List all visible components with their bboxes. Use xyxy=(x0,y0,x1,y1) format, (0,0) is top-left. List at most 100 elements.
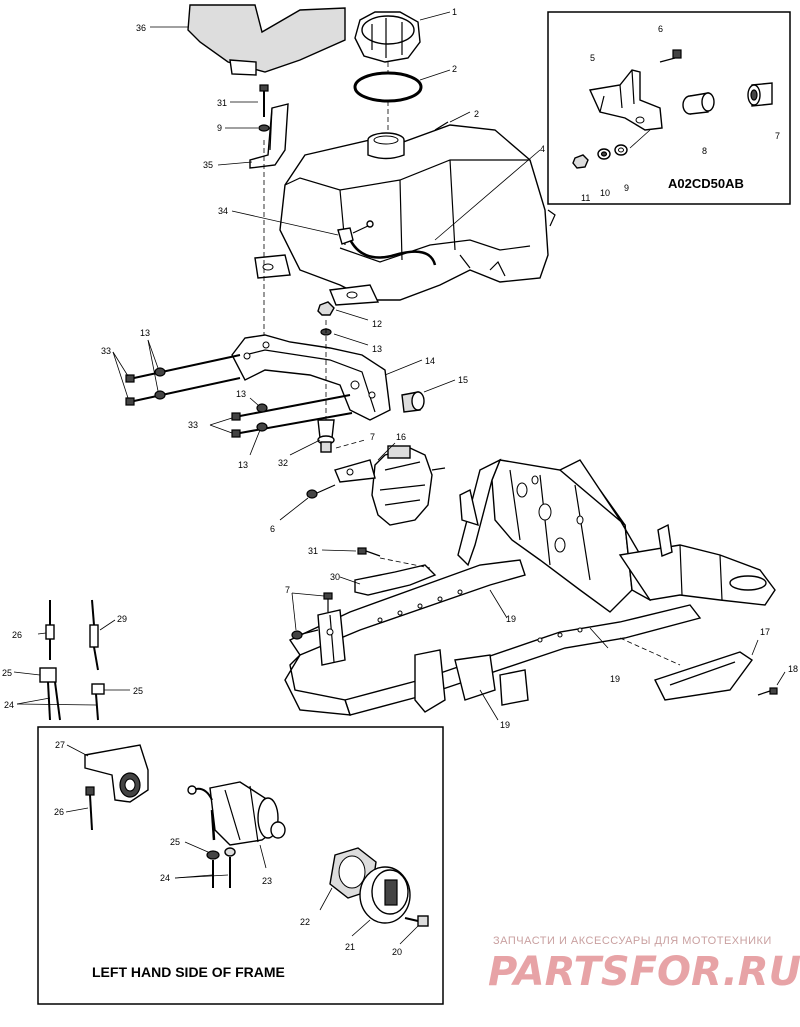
watermark-logo: PARTSFOR.RU xyxy=(488,949,800,995)
callout-1: 1 xyxy=(452,7,457,17)
cover-21 xyxy=(359,866,411,924)
callout-5: 5 xyxy=(590,53,595,63)
callout-13-top: 13 xyxy=(372,344,382,354)
callout-12: 12 xyxy=(372,319,382,329)
bolt-18 xyxy=(757,687,778,696)
callout-36: 36 xyxy=(136,23,146,33)
callout-4: 4 xyxy=(540,144,545,154)
callouts: 1 2 2 4 5 6 6 7 7 7 8 9 9 10 11 12 13 13… xyxy=(2,7,798,957)
inset-bracket-5 xyxy=(588,69,663,131)
bracket-27 xyxy=(84,744,149,803)
washer-13-upper-left xyxy=(154,367,166,377)
fuel-valve-16 xyxy=(334,445,446,526)
callout-15: 15 xyxy=(458,375,468,385)
inset-code-label: A02CD50AB xyxy=(668,176,744,191)
callout-27: 27 xyxy=(55,740,65,750)
callout-25-right: 25 xyxy=(133,686,143,696)
callout-24-left: 24 xyxy=(4,700,14,710)
callout-26-left: 26 xyxy=(12,630,22,640)
left-hand-side-inset-box xyxy=(37,726,444,1005)
inset-washer-9 xyxy=(614,144,628,156)
inset-grommet-7 xyxy=(747,82,773,107)
callout-7-inset: 7 xyxy=(775,131,780,141)
inset-washer-10 xyxy=(597,148,611,160)
callout-35: 35 xyxy=(203,160,213,170)
callout-7-valve: 7 xyxy=(370,432,375,442)
callout-13-mid: 13 xyxy=(236,389,246,399)
bolt-26-inset xyxy=(85,786,95,831)
callout-26-inset: 26 xyxy=(54,807,64,817)
callout-17: 17 xyxy=(760,627,770,637)
fuel-line-4 xyxy=(346,234,437,266)
bolt-33-lower xyxy=(125,377,241,406)
cable-sleeve-left xyxy=(39,667,61,721)
bolt-31-top xyxy=(259,84,269,117)
cable-sleeve-right xyxy=(91,683,105,721)
bolt-33-mid-upper xyxy=(231,394,351,421)
fitting-34 xyxy=(337,220,374,245)
callout-13-left: 13 xyxy=(140,328,150,338)
inset-bolt-6 xyxy=(659,49,682,63)
callout-22: 22 xyxy=(300,917,310,927)
grommet-32 xyxy=(317,419,335,453)
callout-33-left: 33 xyxy=(101,346,111,356)
bolt-6-lower xyxy=(291,629,319,640)
grommet-15 xyxy=(401,391,425,413)
callout-8: 8 xyxy=(702,146,707,156)
callout-7: 7 xyxy=(285,585,290,595)
callout-31-mid: 31 xyxy=(308,546,318,556)
callout-23: 23 xyxy=(262,876,272,886)
bolt-31-mid xyxy=(357,547,381,557)
callout-29: 29 xyxy=(117,614,127,624)
callout-6-inset: 6 xyxy=(658,24,663,34)
bracket-30 xyxy=(354,564,437,596)
callout-25-left: 25 xyxy=(2,668,12,678)
main-frame-19 xyxy=(284,458,776,716)
bolt-7-lower xyxy=(323,592,333,612)
washer-13-mid-lower xyxy=(256,422,268,432)
solenoid-23 xyxy=(187,781,286,846)
washer-13-lower-left xyxy=(154,390,166,400)
callout-10: 10 xyxy=(600,188,610,198)
callout-16: 16 xyxy=(396,432,406,442)
gasket-2 xyxy=(353,71,423,103)
callout-34: 34 xyxy=(218,206,228,216)
callout-20: 20 xyxy=(392,947,402,957)
bracket-7-lower xyxy=(317,609,346,666)
callout-2: 2 xyxy=(452,64,457,74)
bolt-20 xyxy=(404,915,429,927)
callout-21: 21 xyxy=(345,942,355,952)
rods-24-inset xyxy=(212,857,231,888)
bracket-35 xyxy=(249,103,289,169)
washer-9-top xyxy=(258,124,270,132)
foam-pad-36 xyxy=(187,4,346,76)
inset-nut-11 xyxy=(572,154,589,169)
callout-14: 14 xyxy=(425,356,435,366)
fuel-cap-1 xyxy=(354,11,421,63)
tank-mount-bracket-14 xyxy=(231,334,391,421)
watermark-tagline: ЗАПЧАСТИ И АКСЕССУАРЫ ДЛЯ МОТОТЕХНИКИ xyxy=(493,935,772,947)
washer-13-mid-upper xyxy=(256,403,268,413)
inset-bushing-8 xyxy=(682,92,715,115)
callout-9-inset: 9 xyxy=(624,183,629,193)
callout-24-inset: 24 xyxy=(160,873,170,883)
left-hand-side-caption: LEFT HAND SIDE OF FRAME xyxy=(92,964,285,980)
bolt-12 xyxy=(317,301,335,316)
cable-29 xyxy=(89,599,99,671)
fuel-tank-3 xyxy=(279,121,556,301)
washers-25-inset xyxy=(206,847,236,860)
callout-13-low: 13 xyxy=(238,460,248,470)
callout-11: 11 xyxy=(581,193,590,203)
skid-plate-17 xyxy=(654,651,753,701)
inset-box-top-right xyxy=(547,11,791,205)
callout-32: 32 xyxy=(278,458,288,468)
screw-6 xyxy=(306,484,336,499)
callout-6: 6 xyxy=(270,524,275,534)
callout-19-c: 19 xyxy=(500,720,510,730)
callout-25-inset: 25 xyxy=(170,837,180,847)
callout-19-a: 19 xyxy=(506,614,516,624)
callout-18: 18 xyxy=(788,664,798,674)
callout-33-mid: 33 xyxy=(188,420,198,430)
bolt-33-upper xyxy=(125,354,241,383)
